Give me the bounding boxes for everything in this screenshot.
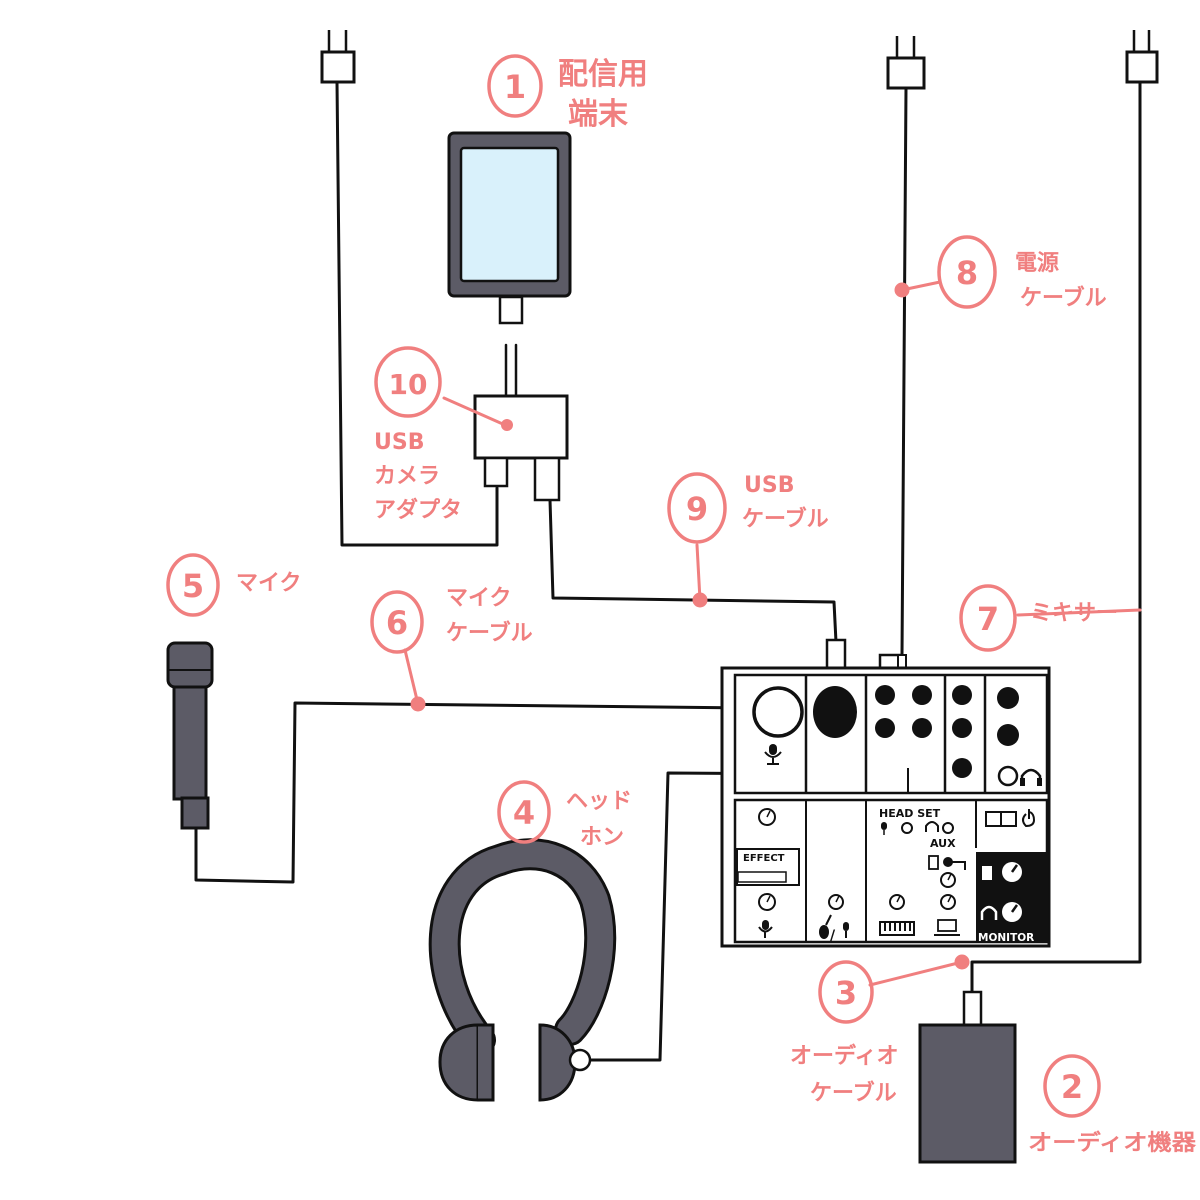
headphone-icon	[925, 821, 939, 832]
label-power-line1: 電源	[1015, 251, 1059, 276]
component-3-number: 3	[835, 974, 857, 1012]
label-adapter-line1: USB	[374, 430, 424, 455]
component-5-number: 5	[182, 567, 204, 605]
component-9-number: 9	[686, 490, 708, 528]
label-adapter-line3: アダプタ	[374, 497, 462, 523]
phone-icon	[928, 855, 939, 870]
label-audio-cable-line2: ケーブル	[810, 1080, 897, 1106]
number-circle-2	[1043, 1054, 1101, 1118]
adapter-power-wire	[335, 80, 499, 547]
label-device-line2: 端末	[568, 97, 628, 132]
number-circle-4	[497, 780, 551, 844]
microphone-icon	[764, 744, 782, 765]
label-headphones-line2: ホン	[580, 825, 624, 850]
component-2-number: 2	[1061, 1068, 1083, 1106]
number-labels: 1 10 9 8 5 6 7 4 3 2	[182, 68, 1083, 1106]
headphone-icon	[980, 905, 998, 920]
mixer-effect-label: EFFECT	[743, 853, 785, 864]
tablet-adapter-wire	[504, 343, 518, 399]
mixer-headset-label: HEAD SET	[879, 807, 941, 820]
laptop-icon	[934, 919, 960, 936]
power-plug-icon	[886, 36, 926, 90]
mixer-monitor-label: MONITOR	[978, 932, 1034, 944]
microphone-icon	[881, 822, 887, 835]
microphone-icon	[758, 920, 773, 938]
svg-text:/: /	[830, 928, 836, 944]
number-circle-3	[818, 960, 874, 1024]
label-power-line2: ケーブル	[1020, 285, 1107, 311]
mixer-power-wire	[900, 86, 908, 657]
label-mixer: ミキサー	[1030, 601, 1118, 626]
component-labels: 配信用 端末 USB カメラ アダプタ USB ケーブル 電源 ケーブル マイク…	[236, 57, 1197, 1156]
label-mic: マイク	[236, 571, 302, 596]
wires	[194, 80, 1142, 1062]
mixer-device: / HEAD SET AUX	[720, 638, 1051, 948]
component-10-number: 10	[389, 368, 428, 401]
label-usb-line2: ケーブル	[742, 506, 829, 532]
number-circle-8	[937, 235, 997, 309]
number-circle-6	[370, 590, 424, 654]
headphone-icon	[1020, 768, 1042, 786]
power-plug-icon	[1125, 30, 1159, 84]
number-circle-5	[166, 553, 220, 617]
label-audio-cable-line1: オーディオ	[790, 1043, 898, 1069]
camera-adapter-device	[473, 394, 569, 502]
mixer-aux-label: AUX	[930, 837, 956, 850]
power-plug-icon	[320, 30, 356, 84]
number-circle-7	[959, 584, 1017, 652]
number-circle-10	[374, 346, 442, 418]
audio-device	[918, 990, 1017, 1164]
label-adapter-line2: カメラ	[374, 464, 440, 489]
component-8-number: 8	[956, 254, 978, 292]
number-badges	[166, 54, 1101, 1118]
label-audio-device: オーディオ機器	[1028, 1130, 1197, 1156]
label-usb-line1: USB	[744, 473, 794, 498]
label-mic-cable-line1: マイク	[446, 586, 512, 611]
callout-pointers	[403, 280, 1142, 987]
microphone-icon	[843, 922, 849, 938]
component-6-number: 6	[386, 604, 408, 642]
power-icon	[1022, 809, 1036, 828]
component-1-number: 1	[504, 68, 526, 106]
number-circle-1	[487, 54, 543, 118]
right-power-wire	[970, 80, 1142, 1002]
component-4-number: 4	[513, 794, 535, 832]
label-device-line1: 配信用	[558, 57, 648, 92]
mic-cable-wire	[194, 701, 752, 884]
label-mic-cable-line2: ケーブル	[446, 620, 533, 646]
label-headphones-line1: ヘッド	[566, 789, 632, 814]
microphone-device	[166, 641, 214, 830]
headphones-device	[428, 838, 617, 1102]
keyboard-icon	[879, 921, 915, 936]
guitar-icon	[819, 914, 832, 939]
tablet-device	[447, 131, 572, 325]
number-circle-9	[667, 472, 727, 544]
component-7-number: 7	[977, 600, 999, 638]
